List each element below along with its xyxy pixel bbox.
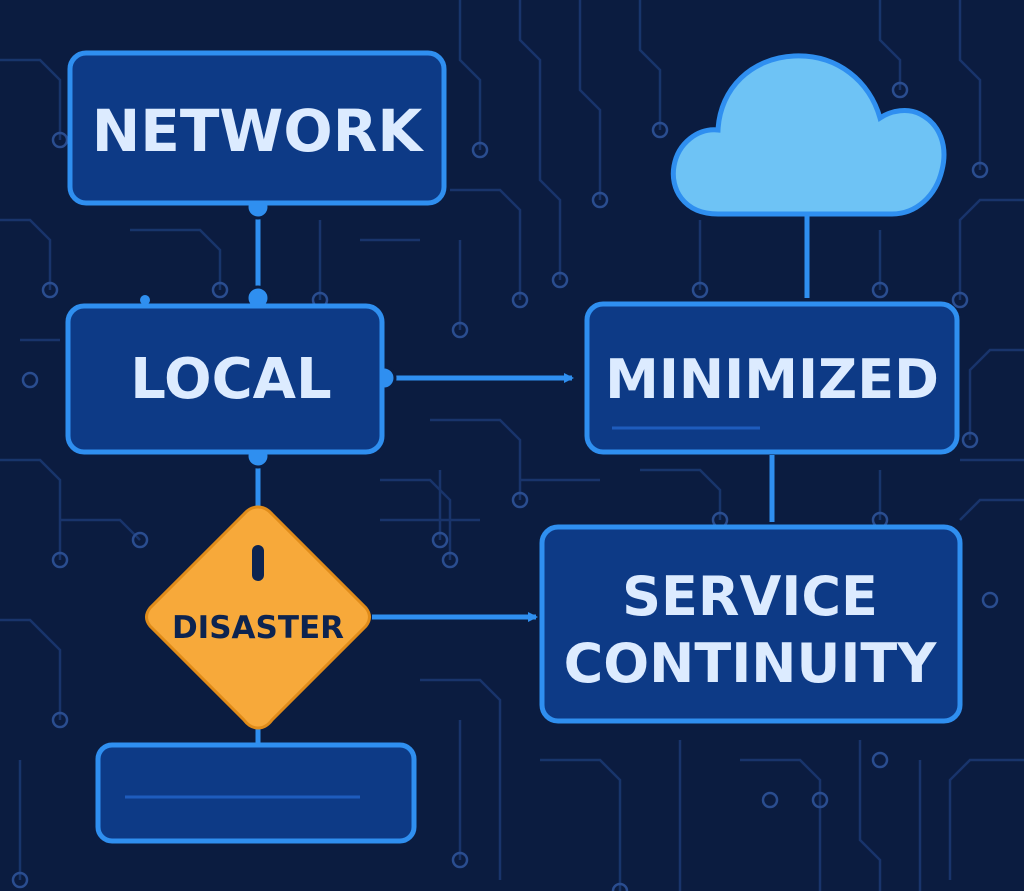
service-label: SERVICE xyxy=(622,565,878,628)
cloud-shape xyxy=(670,53,947,217)
exclamation-icon xyxy=(252,545,264,581)
network-label: NETWORK xyxy=(92,97,425,165)
local-node: LOCAL xyxy=(65,303,385,455)
connector-dot xyxy=(140,295,150,305)
continuity-label: CONTINUITY xyxy=(564,632,938,695)
blank-node xyxy=(95,742,417,844)
network-node: NETWORK xyxy=(67,50,447,206)
warning-diamond xyxy=(145,505,371,730)
disaster-warning: DISASTER xyxy=(145,505,371,730)
local-label: LOCAL xyxy=(130,347,331,412)
minimized-node: MINIMIZED xyxy=(584,301,960,455)
service-continuity-node: SERVICE CONTINUITY xyxy=(539,524,963,724)
minimized-label: MINIMIZED xyxy=(605,348,939,411)
cloud-icon xyxy=(670,53,947,217)
disaster-label: DISASTER xyxy=(172,610,344,646)
